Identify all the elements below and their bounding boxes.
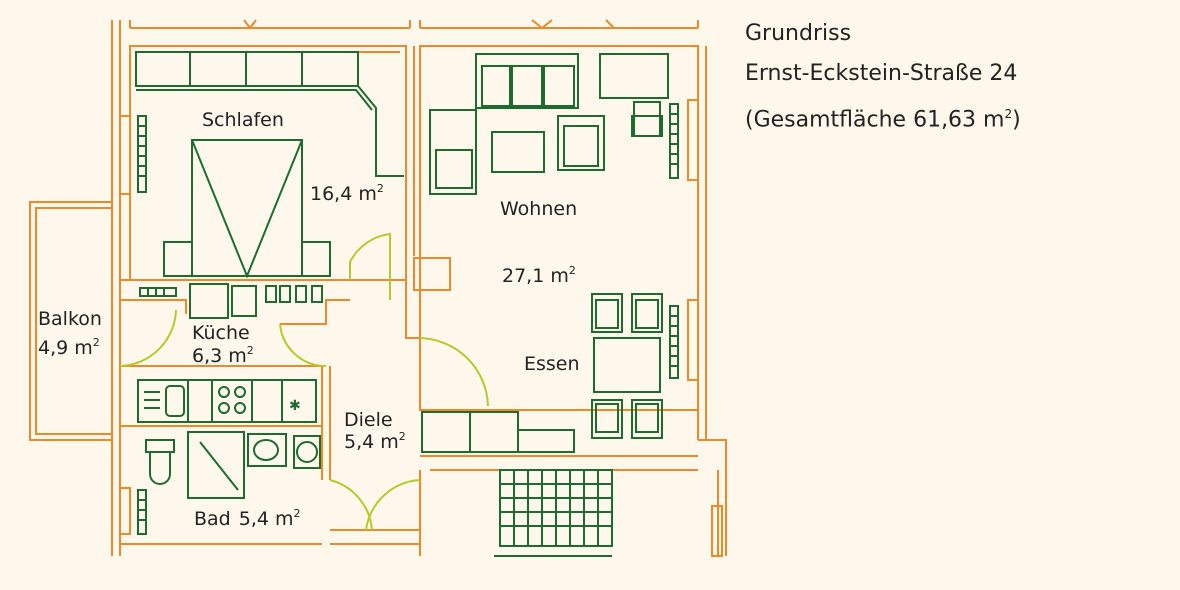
doors bbox=[119, 232, 489, 531]
room-name-diele: Diele bbox=[344, 409, 393, 431]
plan-title: Grundriss bbox=[745, 21, 852, 46]
radiator-icon bbox=[137, 489, 147, 535]
radiator-icon bbox=[669, 305, 679, 379]
room-area-wohnen: 27,1 m2 bbox=[502, 264, 576, 287]
sofa bbox=[475, 53, 579, 109]
bed bbox=[191, 139, 303, 277]
radiator-icon bbox=[139, 287, 177, 297]
room-name-balkon: Balkon bbox=[38, 308, 102, 330]
room-name-essen: Essen bbox=[524, 353, 580, 375]
toilet bbox=[149, 451, 171, 485]
plan-total-area: (Gesamtfläche 61,63 m2) bbox=[745, 107, 1021, 133]
staircase bbox=[494, 469, 613, 557]
radiator-icon bbox=[137, 115, 147, 193]
walls bbox=[29, 19, 727, 557]
room-name-schlafen: Schlafen bbox=[202, 109, 284, 131]
furniture: ✱ bbox=[135, 51, 679, 557]
svg-text:✱: ✱ bbox=[289, 398, 301, 414]
sideboard bbox=[599, 53, 669, 99]
washing-machine bbox=[293, 435, 321, 469]
room-name-kueche: Küche bbox=[192, 322, 250, 344]
plan-caption: Grundriss Ernst-Eckstein-Straße 24 (Gesa… bbox=[745, 14, 1021, 140]
room-labels: Schlafen 16,4 m2 Wohnen 27,1 m2 Essen Ba… bbox=[38, 109, 580, 530]
shower bbox=[187, 431, 245, 499]
armchair bbox=[557, 115, 605, 171]
sink bbox=[247, 433, 287, 467]
dining-table bbox=[593, 337, 661, 393]
room-area-kueche: 6,3 m2 bbox=[192, 344, 254, 367]
room-area-diele: 5,4 m2 bbox=[344, 430, 406, 453]
fridge bbox=[189, 283, 229, 319]
room-name-wohnen: Wohnen bbox=[500, 198, 577, 220]
kitchen-counter bbox=[137, 379, 317, 423]
room-area-balkon: 4,9 m2 bbox=[38, 336, 100, 359]
radiator-icon bbox=[669, 103, 679, 179]
room-area-schlafen: 16,4 m2 bbox=[310, 182, 384, 205]
plan-address: Ernst-Eckstein-Straße 24 bbox=[745, 61, 1018, 86]
armchair bbox=[429, 109, 477, 195]
coffee-table bbox=[491, 131, 545, 173]
